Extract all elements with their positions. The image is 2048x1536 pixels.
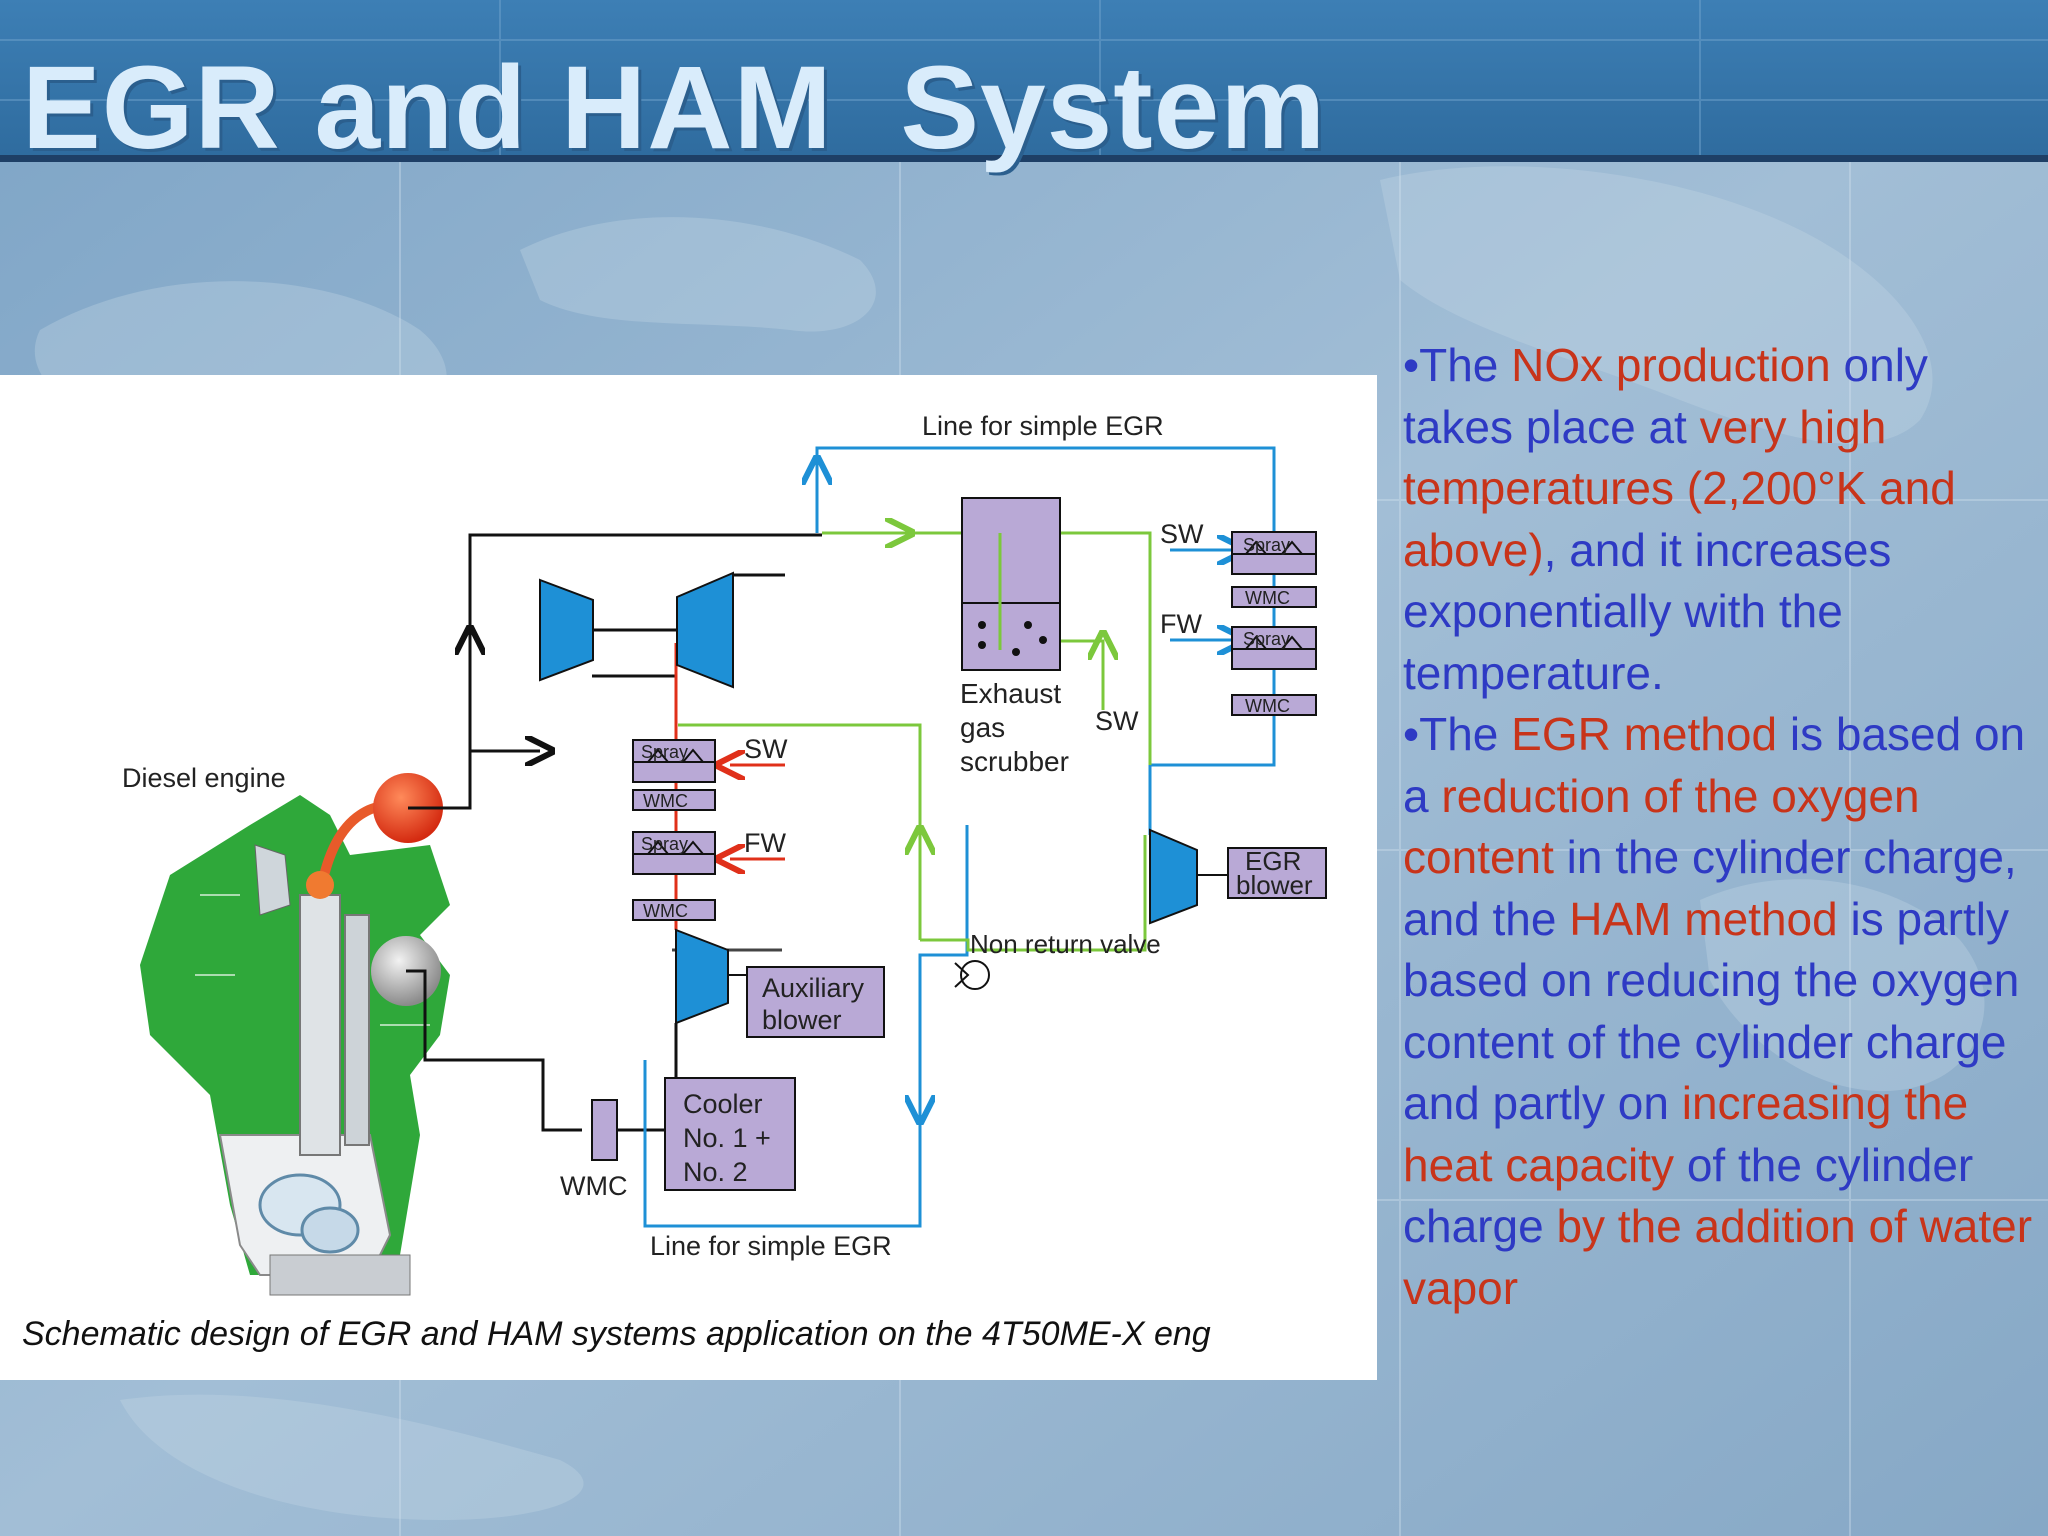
label-exhaust: Exhaust [960, 678, 1061, 709]
bullet-1-segment-5: , and it increases exponentially with th… [1403, 523, 1892, 699]
slide-title: EGR and HAM System [22, 42, 1327, 174]
bullet-2-highlight-oxygen: reduction of the oxygen content [1403, 769, 1920, 884]
figure-caption: Schematic design of EGR and HAM systems … [22, 1315, 1211, 1353]
wmc-unit-left-1 [632, 789, 716, 811]
non-return-valve [954, 960, 990, 990]
wmc-unit-engine [591, 1099, 618, 1161]
wmc-unit-left-2 [632, 899, 716, 921]
turbocharger [539, 571, 734, 689]
label-aux-blower-2: blower [762, 1005, 842, 1035]
spray-unit-sw-right [1231, 531, 1317, 575]
label-wmc-r2: WMC [1245, 696, 1290, 716]
wmc-unit-right-1 [1231, 586, 1317, 608]
label-spray-l2: Spray [641, 834, 688, 854]
label-diesel-engine: Diesel engine [122, 763, 286, 793]
label-wmc-r1: WMC [1245, 588, 1290, 608]
label-spray-r2: Spray [1243, 629, 1290, 649]
cooler-unit [664, 1077, 796, 1191]
bullet-list: •The NOx production only takes place at … [1403, 335, 2043, 1319]
schematic-figure: Line for simple EGR Line for simple EGR … [0, 375, 1377, 1380]
bullet-2-segment-1: •The [1403, 708, 1512, 760]
bullet-2-segment-7: is partly based on reducing the oxygen c… [1403, 892, 2020, 1130]
label-spray-r1: Spray [1243, 535, 1290, 555]
bullet-2-highlight-egr: EGR method [1511, 708, 1778, 760]
label-sw-right: SW [1160, 519, 1204, 549]
label-gas: gas [960, 712, 1005, 743]
bullet-1-highlight-nox: NOx production [1511, 339, 1831, 391]
egr-blower [1149, 828, 1327, 925]
bullet-2-segment-3: is based on a [1403, 708, 2026, 822]
label-wmc-engine: WMC [560, 1171, 627, 1201]
bullet-1-segment-1: •The [1403, 339, 1512, 391]
spray-unit-fw-left [632, 831, 716, 875]
bullet-2-segment-5: in the cylinder charge, and the [1403, 831, 2017, 945]
exhaust-gas-scrubber [961, 497, 1061, 671]
label-non-return-valve: Non return valve [970, 929, 1161, 959]
label-cooler-2: No. 1 + [683, 1123, 771, 1153]
spray-unit-sw-left [632, 739, 716, 783]
spray-unit-fw-right [1231, 626, 1317, 670]
label-sw-left: SW [744, 734, 788, 764]
bullet-nox-production: •The NOx production only takes place at … [1403, 335, 2043, 704]
auxiliary-blower [675, 928, 885, 1038]
label-fw-left: FW [744, 828, 786, 858]
bullet-2-segment-9: of the cylinder charge [1403, 1138, 1974, 1253]
label-wmc-l1: WMC [643, 791, 688, 811]
label-cooler-3: No. 2 [683, 1157, 748, 1187]
label-egr-blower-1: EGR [1245, 846, 1301, 876]
label-egr-blower-2: blower [1236, 870, 1313, 900]
label-wmc-l2: WMC [643, 901, 688, 921]
bullet-2-highlight-water-vapor: by the addition of water vapor [1403, 1200, 2033, 1314]
bullet-1-highlight-temperature: very high temperatures (2,200°K and abov… [1403, 400, 1956, 576]
label-spray-l1: Spray [641, 742, 688, 762]
wmc-unit-right-2 [1231, 694, 1317, 716]
label-line-bottom: Line for simple EGR [650, 1231, 892, 1261]
bullet-2-highlight-heat-capacity: increasing the heat capacity [1403, 1077, 1969, 1191]
diesel-engine-illustration [140, 773, 450, 1296]
bullet-1-segment-3: only takes place at [1403, 339, 1928, 453]
label-cooler-1: Cooler [683, 1089, 763, 1119]
bullet-egr-ham-method: •The EGR method is based on a reduction … [1403, 704, 2043, 1319]
label-line-top: Line for simple EGR [922, 411, 1164, 441]
egr-ham-schematic: Line for simple EGR Line for simple EGR … [122, 411, 1327, 1296]
label-scrubber: scrubber [960, 746, 1069, 777]
label-fw-right: FW [1160, 609, 1202, 639]
label-aux-blower-1: Auxiliary [762, 973, 865, 1003]
label-sw-scrubber: SW [1095, 706, 1139, 736]
bullet-2-highlight-ham: HAM method [1569, 892, 1838, 945]
